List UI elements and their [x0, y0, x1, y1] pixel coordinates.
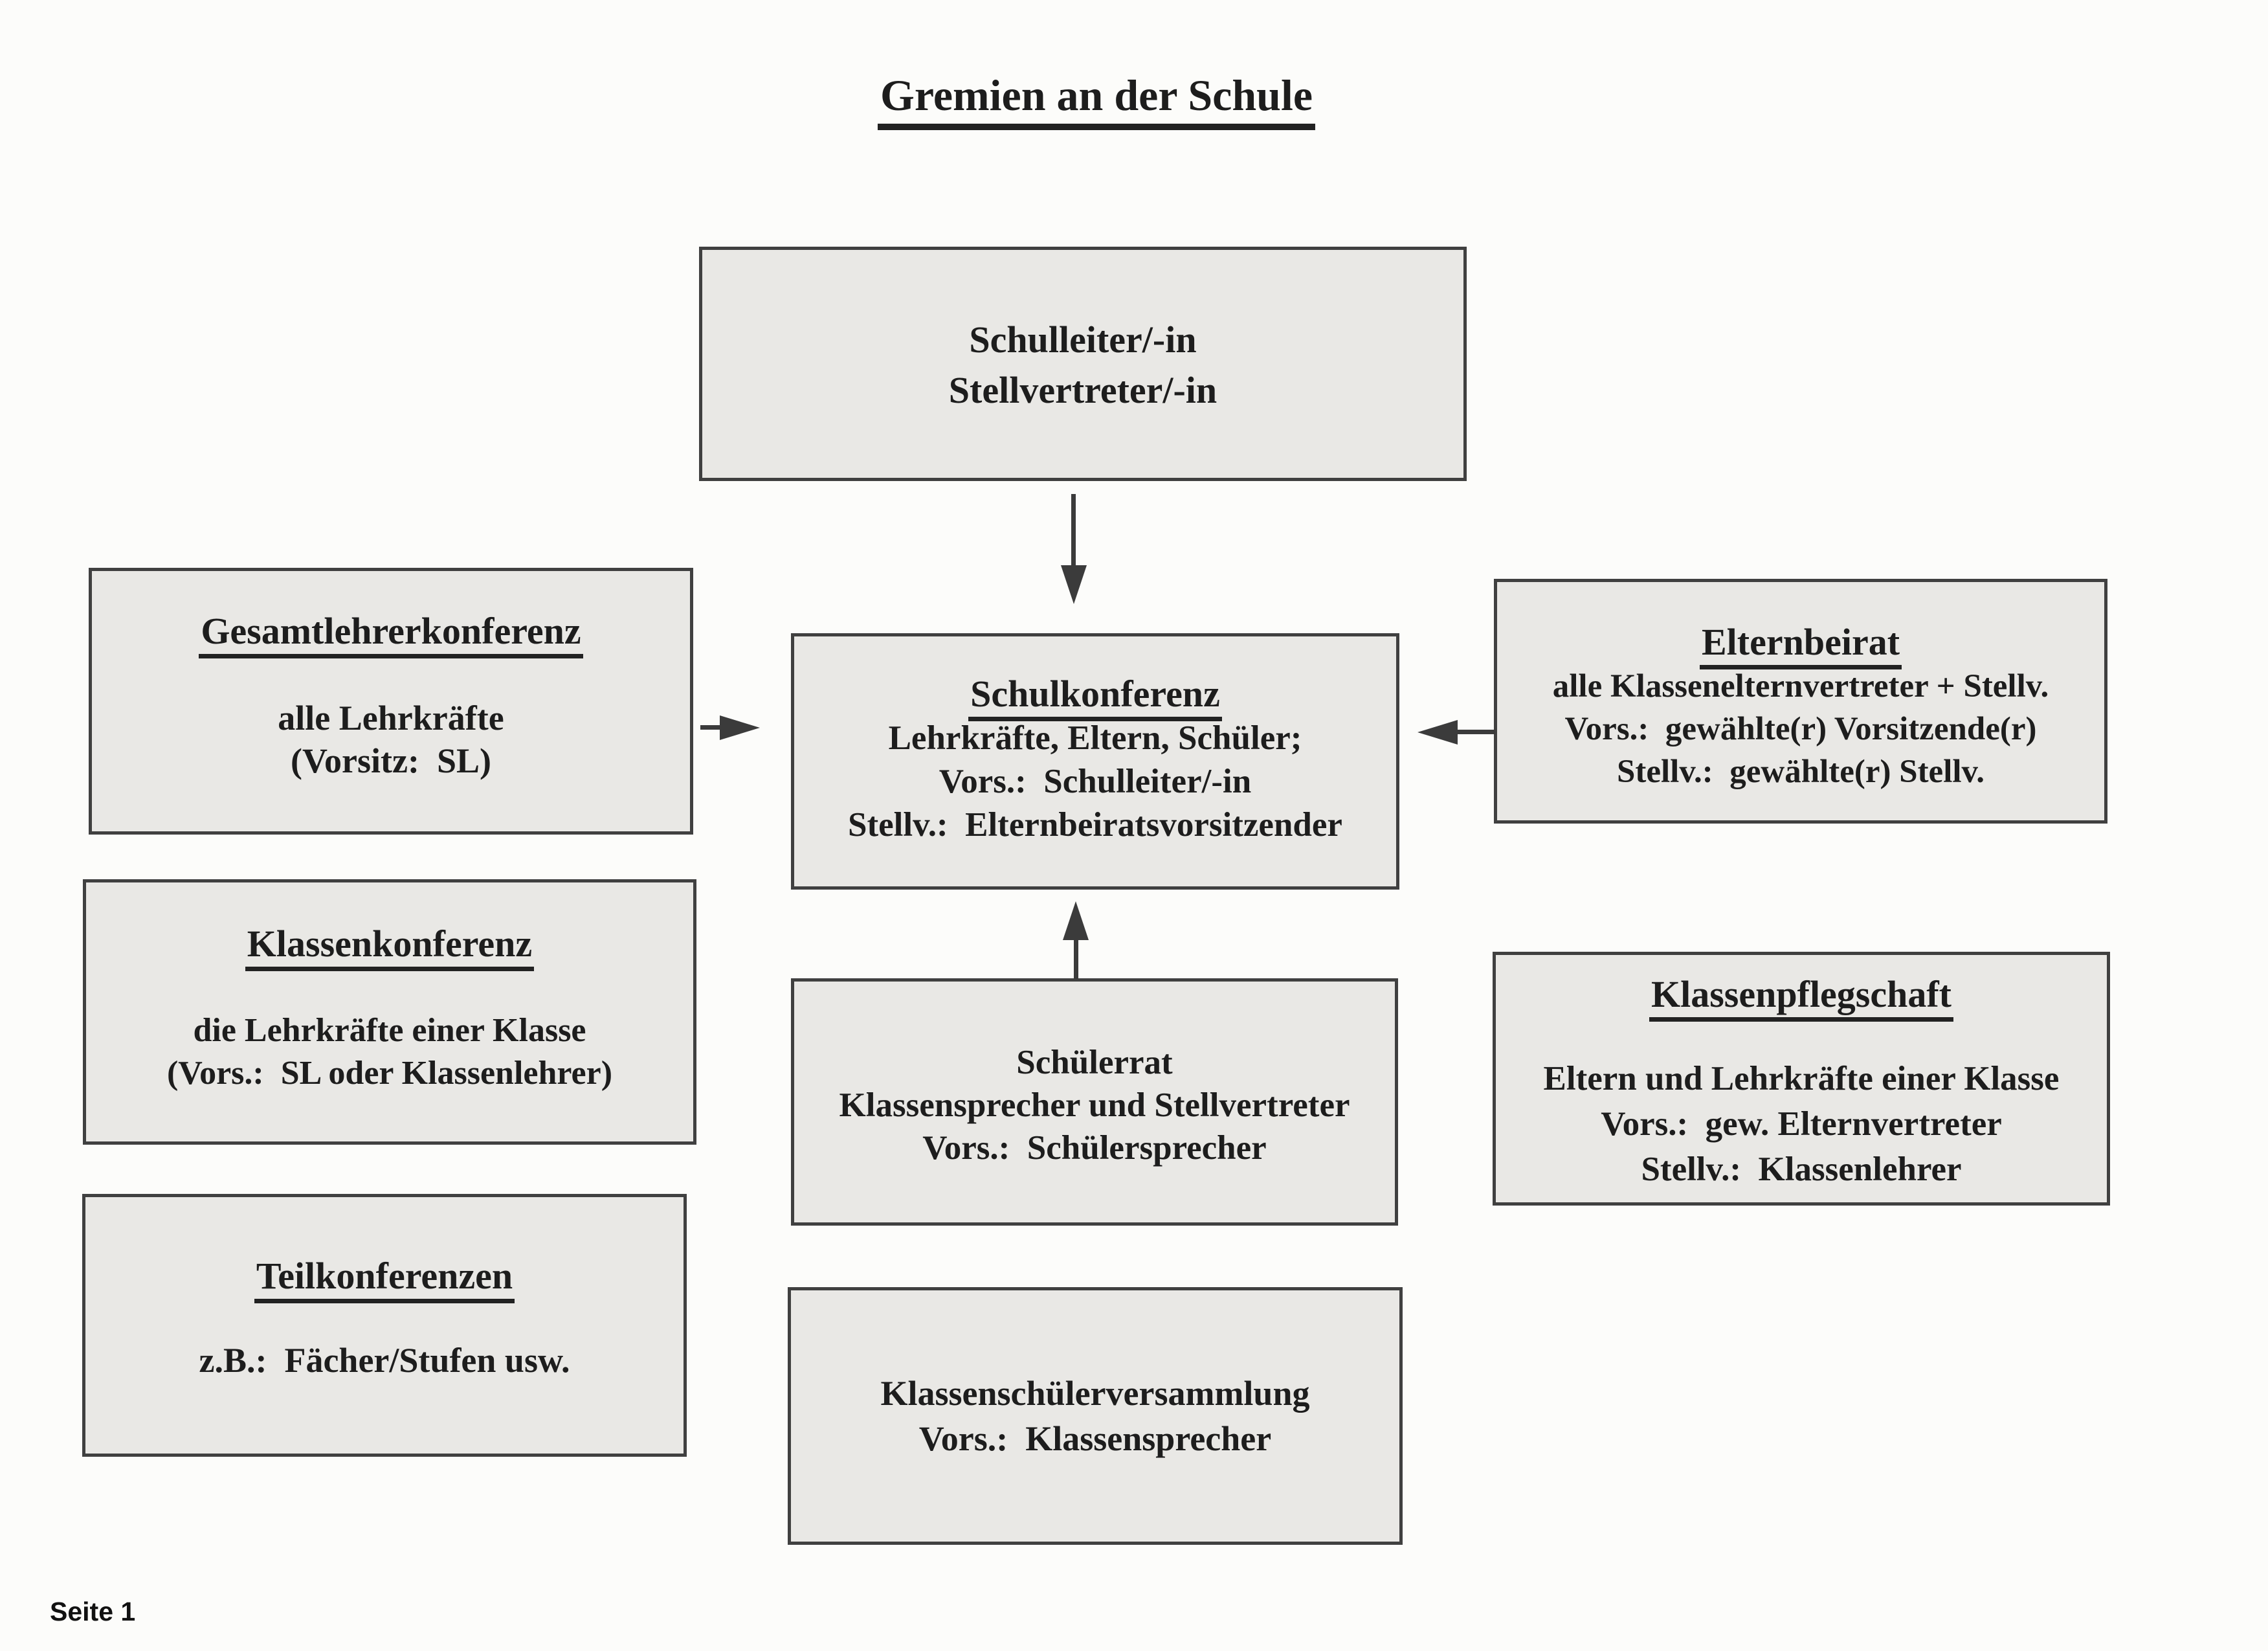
arrow-down-icon — [1061, 565, 1087, 604]
box-line: Stellv.: Elternbeiratsvorsitzender — [848, 806, 1342, 844]
box-line: Schulleiter/-in — [969, 319, 1197, 361]
box-line: Vors.: Schulleiter/-in — [939, 763, 1252, 800]
box-line: Vors.: Schülersprecher — [922, 1129, 1267, 1167]
box-heading: Schulkonferenz — [794, 671, 1396, 721]
arrow-right-icon — [720, 715, 760, 740]
box-line: Vors.: gew. Elternvertreter — [1601, 1105, 2002, 1143]
box-klassenkonferenz: Klassenkonferenz die Lehrkräfte einer Kl… — [83, 879, 696, 1145]
box-line: Stellv.: gewählte(r) Stellv. — [1617, 754, 1984, 790]
arrow-down-line — [1071, 494, 1076, 568]
box-line: Schülerrat — [1016, 1044, 1173, 1081]
box-line: (Vorsitz: SL) — [291, 741, 491, 780]
box-line: alle Klassenelternvertreter + Stellv. — [1552, 668, 2049, 704]
box-line: Stellv.: Klassenlehrer — [1641, 1151, 1962, 1188]
page-number: Seite 1 — [50, 1597, 136, 1626]
box-heading-text: Gesamtlehrerkonferenz — [199, 610, 583, 658]
box-heading-text: Teilkonferenzen — [254, 1255, 515, 1303]
box-line: Vors.: gewählte(r) Vorsitzende(r) — [1564, 711, 2037, 747]
box-line: Lehrkräfte, Eltern, Schüler; — [888, 719, 1302, 757]
box-line: Klassensprecher und Stellvertreter — [839, 1086, 1350, 1124]
box-line: Vors.: Klassensprecher — [918, 1419, 1272, 1458]
box-heading: Klassenpflegschaft — [1496, 973, 2107, 1022]
arrow-up-line — [1074, 939, 1078, 979]
box-schulkonferenz: Schulkonferenz Lehrkräfte, Eltern, Schül… — [791, 633, 1399, 890]
box-line: Stellvertreter/-in — [948, 369, 1217, 411]
arrow-right-line — [700, 725, 728, 730]
arrow-left-icon — [1418, 720, 1458, 745]
box-heading-text: Klassenpflegschaft — [1649, 973, 1953, 1022]
box-line: die Lehrkräfte einer Klasse — [193, 1012, 586, 1049]
box-elternbeirat: Elternbeirat alle Klassenelternvertreter… — [1494, 579, 2107, 824]
box-heading: Klassenkonferenz — [86, 923, 693, 971]
box-schuelerrat: Schülerrat Klassensprecher und Stellvert… — [791, 978, 1398, 1226]
box-line: Klassenschülerversammlung — [880, 1374, 1310, 1413]
box-heading: Gesamtlehrerkonferenz — [92, 610, 690, 658]
box-heading-text: Klassenkonferenz — [245, 923, 535, 971]
box-heading-text: Schulkonferenz — [968, 673, 1222, 721]
box-line: z.B.: Fächer/Stufen usw. — [199, 1341, 570, 1380]
arrow-up-icon — [1063, 901, 1089, 940]
box-heading: Elternbeirat — [1497, 620, 2104, 669]
box-schulleiter: Schulleiter/-in Stellvertreter/-in — [699, 247, 1467, 481]
box-gesamtlehrerkonferenz: Gesamtlehrerkonferenz alle Lehrkräfte (V… — [89, 568, 693, 835]
page-title-text: Gremien an der Schule — [877, 71, 1316, 130]
page-title: Gremien an der Schule — [877, 70, 1316, 130]
box-teilkonferenzen: Teilkonferenzen z.B.: Fächer/Stufen usw. — [82, 1194, 687, 1457]
box-heading: Teilkonferenzen — [85, 1255, 684, 1303]
box-line: (Vors.: SL oder Klassenlehrer) — [166, 1055, 613, 1092]
box-klassenpflegschaft: Klassenpflegschaft Eltern und Lehrkräfte… — [1493, 952, 2110, 1206]
box-heading-text: Elternbeirat — [1699, 621, 1902, 669]
arrow-left-line — [1456, 730, 1495, 734]
box-line: alle Lehrkräfte — [278, 699, 504, 737]
box-klassenschuelerversammlung: Klassenschülerversammlung Vors.: Klassen… — [788, 1287, 1403, 1545]
box-line: Eltern und Lehrkräfte einer Klasse — [1543, 1060, 2060, 1097]
